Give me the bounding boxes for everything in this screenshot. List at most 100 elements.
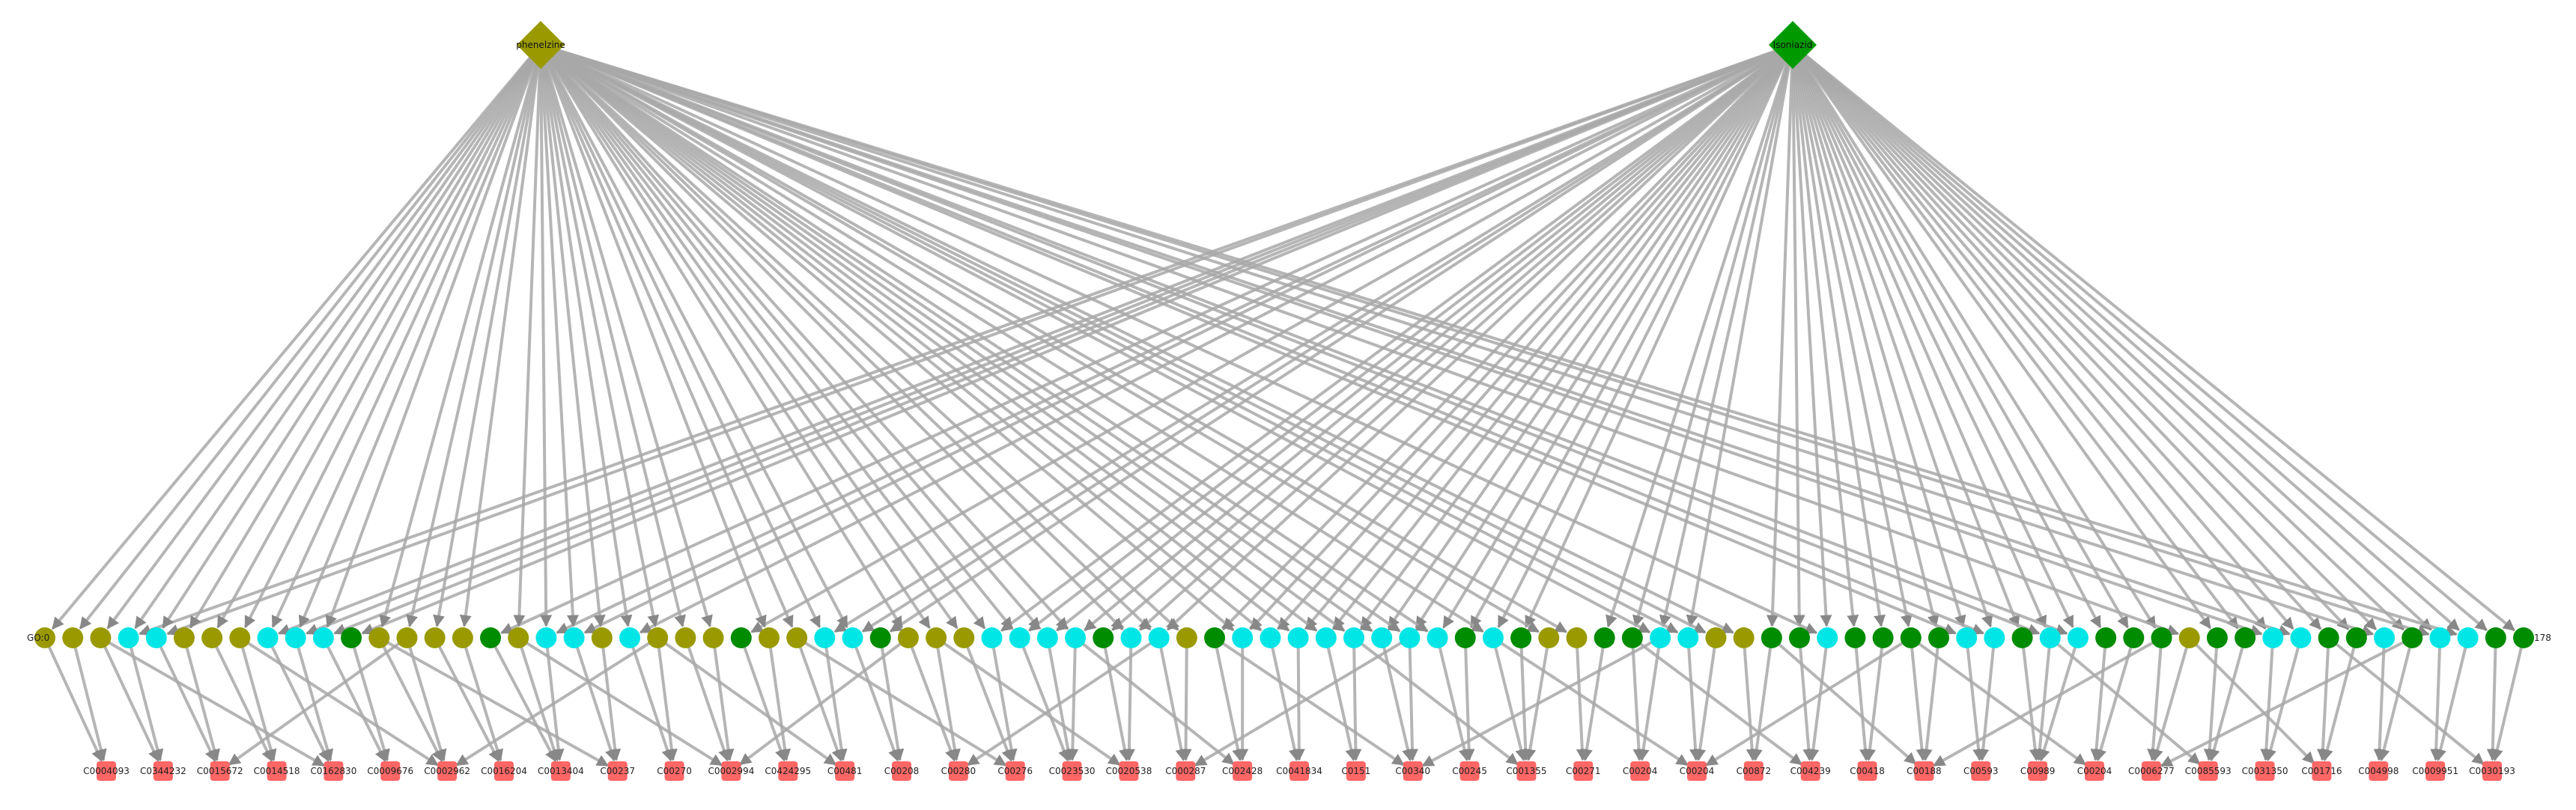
middle-node[interactable] [424, 627, 446, 648]
target-node[interactable] [1403, 761, 1423, 781]
source-node-s0[interactable] [517, 21, 565, 69]
target-node[interactable] [1800, 761, 1820, 781]
middle-node[interactable] [368, 627, 390, 648]
target-node[interactable] [1459, 761, 1480, 781]
target-node[interactable] [2482, 761, 2502, 781]
middle-node[interactable] [1705, 627, 1727, 648]
middle-node[interactable] [1204, 627, 1226, 648]
target-node[interactable] [2141, 761, 2161, 781]
middle-node[interactable] [758, 627, 780, 648]
middle-node[interactable] [2151, 627, 2172, 648]
target-node[interactable] [2085, 761, 2104, 781]
middle-node[interactable] [2402, 627, 2423, 648]
target-node[interactable] [2312, 761, 2332, 781]
target-node[interactable] [97, 761, 116, 781]
middle-node[interactable] [2178, 627, 2200, 648]
middle-node[interactable] [2429, 627, 2451, 648]
target-node[interactable] [437, 761, 458, 781]
middle-node[interactable] [1844, 627, 1866, 648]
middle-node[interactable] [285, 627, 306, 648]
middle-node[interactable] [480, 627, 502, 648]
middle-node[interactable] [1454, 627, 1476, 648]
middle-node[interactable] [981, 627, 1003, 648]
target-node[interactable] [2198, 761, 2218, 781]
middle-node[interactable] [842, 627, 863, 648]
middle-node[interactable] [2206, 627, 2228, 648]
target-node[interactable] [1914, 761, 1934, 781]
target-node[interactable] [2369, 761, 2389, 781]
middle-node[interactable] [647, 627, 669, 648]
middle-node[interactable] [1260, 627, 1281, 648]
target-node[interactable] [1062, 761, 1082, 781]
target-node[interactable] [1346, 761, 1366, 781]
source-node-s1[interactable] [1769, 21, 1817, 69]
middle-node[interactable] [2123, 627, 2145, 648]
middle-node[interactable] [1315, 627, 1337, 648]
middle-node[interactable] [1287, 627, 1309, 648]
middle-node[interactable] [2262, 627, 2284, 648]
middle-node[interactable] [1093, 627, 1114, 648]
target-node[interactable] [1573, 761, 1594, 781]
target-node[interactable] [892, 761, 911, 781]
target-node[interactable] [1971, 761, 1991, 781]
middle-node[interactable] [1343, 627, 1364, 648]
middle-node[interactable] [1594, 627, 1615, 648]
target-node[interactable] [1119, 761, 1139, 781]
target-node[interactable] [1516, 761, 1537, 781]
middle-node[interactable] [34, 627, 55, 648]
middle-node[interactable] [1120, 627, 1142, 648]
middle-node[interactable] [730, 627, 752, 648]
middle-node[interactable] [2235, 627, 2256, 648]
middle-node[interactable] [145, 627, 167, 648]
middle-node[interactable] [173, 627, 195, 648]
middle-node[interactable] [508, 627, 529, 648]
middle-node[interactable] [563, 627, 585, 648]
target-node[interactable] [778, 761, 798, 781]
middle-node[interactable] [2374, 627, 2396, 648]
middle-node[interactable] [1065, 627, 1087, 648]
target-node[interactable] [607, 761, 628, 781]
middle-node[interactable] [2095, 627, 2117, 648]
middle-node[interactable] [1510, 627, 1532, 648]
middle-node[interactable] [702, 627, 724, 648]
middle-node[interactable] [1900, 627, 1922, 648]
middle-node[interactable] [786, 627, 808, 648]
target-node[interactable] [1005, 761, 1025, 781]
middle-node[interactable] [2457, 627, 2479, 648]
middle-node[interactable] [619, 627, 641, 648]
middle-node[interactable] [1817, 627, 1838, 648]
middle-node[interactable] [897, 627, 919, 648]
middle-node[interactable] [814, 627, 836, 648]
middle-node[interactable] [312, 627, 334, 648]
middle-node[interactable] [2345, 627, 2367, 648]
target-node[interactable] [380, 761, 401, 781]
middle-node[interactable] [452, 627, 473, 648]
middle-node[interactable] [1733, 627, 1755, 648]
middle-node[interactable] [1371, 627, 1393, 648]
target-node[interactable] [267, 761, 287, 781]
middle-node[interactable] [1984, 627, 2005, 648]
middle-node[interactable] [1761, 627, 1782, 648]
middle-node[interactable] [1036, 627, 1058, 648]
middle-node[interactable] [926, 627, 947, 648]
middle-node[interactable] [396, 627, 418, 648]
target-node[interactable] [323, 761, 344, 781]
middle-node[interactable] [1789, 627, 1811, 648]
middle-node[interactable] [1928, 627, 1949, 648]
target-node[interactable] [2255, 761, 2275, 781]
middle-node[interactable] [1566, 627, 1588, 648]
target-node[interactable] [664, 761, 684, 781]
middle-node[interactable] [1621, 627, 1643, 648]
target-node[interactable] [210, 761, 230, 781]
target-node[interactable] [835, 761, 855, 781]
middle-node[interactable] [1427, 627, 1448, 648]
middle-node[interactable] [675, 627, 696, 648]
middle-node[interactable] [2485, 627, 2506, 648]
target-node[interactable] [2028, 761, 2048, 781]
middle-node[interactable] [2290, 627, 2312, 648]
middle-node[interactable] [229, 627, 251, 648]
middle-node[interactable] [257, 627, 279, 648]
target-node[interactable] [1289, 761, 1309, 781]
middle-node[interactable] [62, 627, 84, 648]
target-node[interactable] [550, 761, 571, 781]
